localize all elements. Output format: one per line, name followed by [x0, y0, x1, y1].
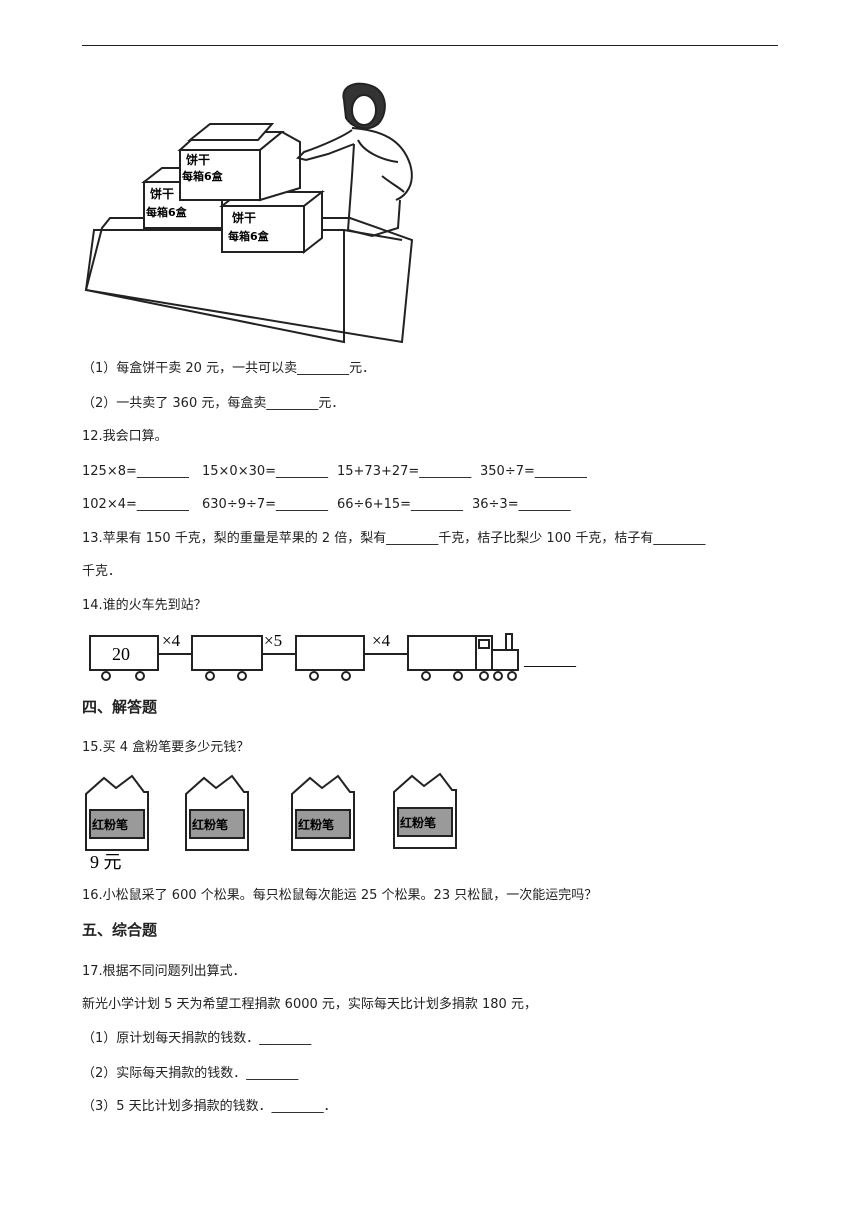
q12-item: 102×4=________ — [82, 497, 189, 512]
q12-item: 36÷3=________ — [472, 497, 571, 512]
chalk-price: 9 元 — [90, 852, 122, 870]
q17-sub1: （1）原计划每天捐款的钱数．________ — [82, 1031, 312, 1046]
q11-sub2: （2）一共卖了 360 元，每盒卖________元． — [82, 396, 345, 411]
train-op-3: ×4 — [372, 631, 391, 650]
train-answer-blank: ________ — [523, 653, 577, 668]
q17-title: 17.根据不同问题列出算式． — [82, 964, 246, 979]
box-label-2: 饼干 — [150, 186, 174, 201]
q17-sub3: （3）5 天比计划多捐款的钱数．________． — [82, 1099, 337, 1114]
q12-item: 350÷7=________ — [480, 464, 587, 479]
train-op-2: ×5 — [264, 631, 282, 650]
train-diagram: 20 ×4 ×5 ×4 ________ — [89, 631, 577, 681]
biscuit-shop-illustration: 饼干 每箱6盒 饼干 每箱6盒 饼干 每箱6盒 — [84, 82, 414, 344]
section-5-title: 五、综合题 — [82, 921, 158, 939]
header-rule — [82, 45, 778, 46]
q13-line1: 13.苹果有 150 千克，梨的重量是苹果的 2 倍，梨有________千克，… — [82, 531, 706, 546]
chalk-box-label: 红粉笔 — [298, 817, 334, 832]
q12-item: 630÷9÷7=________ — [202, 497, 329, 512]
q11-sub1: （1）每盒饼干卖 20 元，一共可以卖________元． — [82, 361, 376, 376]
box-label-1: 饼干 — [186, 152, 210, 167]
box-label-3: 饼干 — [232, 210, 256, 225]
q12-item: 66÷6+15=________ — [337, 497, 464, 512]
train-op-1: ×4 — [162, 631, 181, 650]
q12-row1: 125×8=________ 15×0×30=________ 15+73+27… — [82, 463, 682, 481]
q13-line2: 千克． — [82, 564, 122, 579]
q12-item: 125×8=________ — [82, 464, 189, 479]
q17-stem: 新光小学计划 5 天为希望工程捐款 6000 元，实际每天比计划多捐款 180 … — [82, 997, 537, 1012]
q16-text: 16.小松鼠采了 600 个松果。每只松鼠每次能运 25 个松果。23 只松鼠，… — [82, 888, 598, 903]
q12-item: 15+73+27=________ — [337, 464, 472, 479]
box-sub-3: 每箱6盒 — [228, 229, 270, 243]
q12-row2: 102×4=________ 630÷9÷7=________ 66÷6+15=… — [82, 496, 682, 514]
section-4-title: 四、解答题 — [82, 698, 158, 716]
q14-title: 14.谁的火车先到站？ — [82, 598, 207, 613]
q12-title: 12.我会口算。 — [82, 429, 168, 444]
chalk-box-label: 红粉笔 — [92, 817, 128, 832]
q15-title: 15.买 4 盒粉笔要多少元钱？ — [82, 740, 250, 755]
chalk-box-label: 红粉笔 — [400, 815, 436, 830]
q12-item: 15×0×30=________ — [202, 464, 329, 479]
train-start-value: 20 — [112, 644, 130, 664]
chalk-boxes-illustration: 红粉笔 红粉笔 红粉笔 红粉笔 9 元 — [85, 772, 457, 870]
box-sub-1: 每箱6盒 — [182, 169, 224, 183]
box-sub-2: 每箱6盒 — [146, 205, 188, 219]
chalk-box-label: 红粉笔 — [192, 817, 228, 832]
q17-sub2: （2）实际每天捐款的钱数．________ — [82, 1066, 299, 1081]
